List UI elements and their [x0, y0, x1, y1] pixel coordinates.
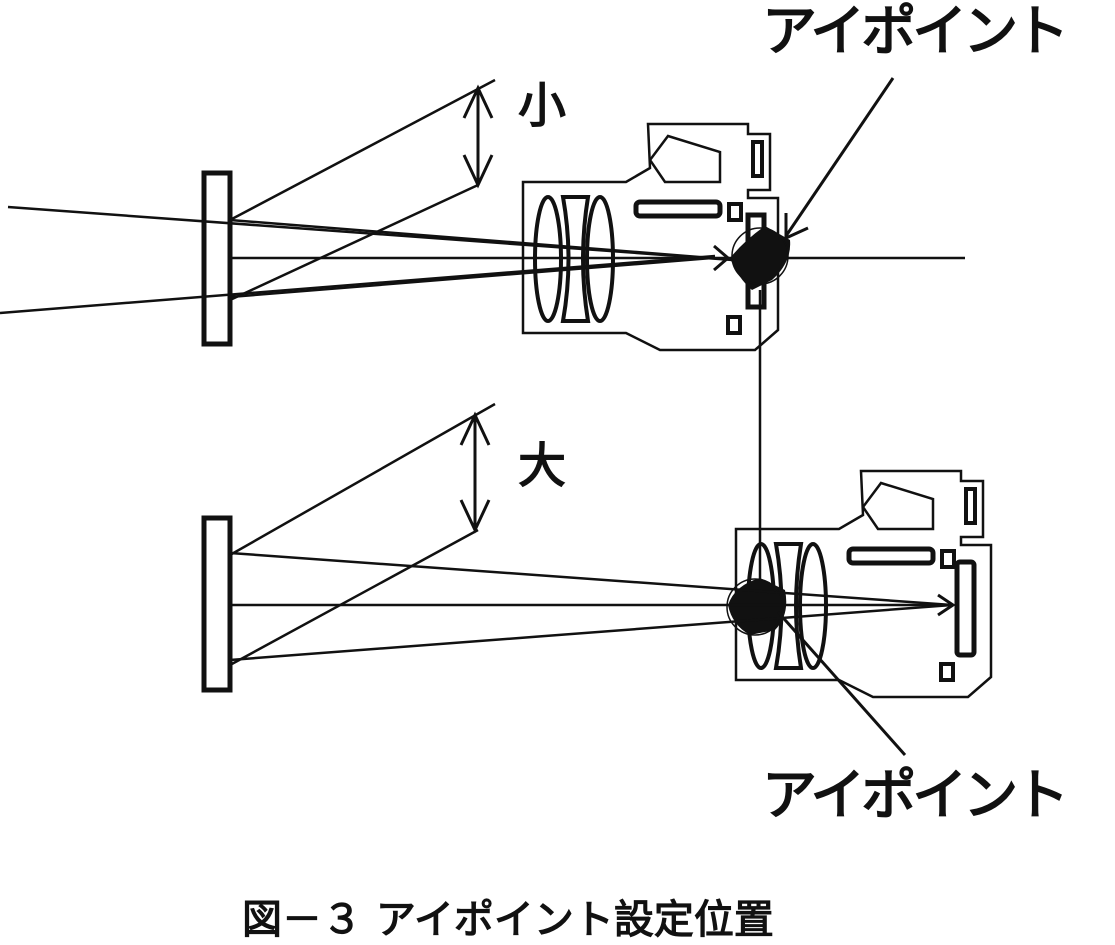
label-small: 小 [518, 78, 567, 134]
figure-caption: 図－３ アイポイント設定位置 [242, 897, 774, 943]
bottom-setup [201, 402, 991, 756]
camera-bottom [726, 471, 991, 697]
target-bar-bottom [201, 515, 233, 693]
target-bar-top [201, 170, 233, 347]
top-setup [0, 77, 965, 350]
label-large: 大 [518, 438, 567, 494]
eyepoint-leader-bottom [776, 611, 907, 756]
label-eyepoint-bottom: アイポイント [762, 763, 1069, 827]
camera-top [523, 124, 791, 350]
eyepoint-leader-top [784, 77, 895, 237]
double-arrow-large [459, 411, 491, 534]
double-arrow-small [462, 84, 494, 189]
label-eyepoint-top: アイポイント [762, 0, 1069, 63]
